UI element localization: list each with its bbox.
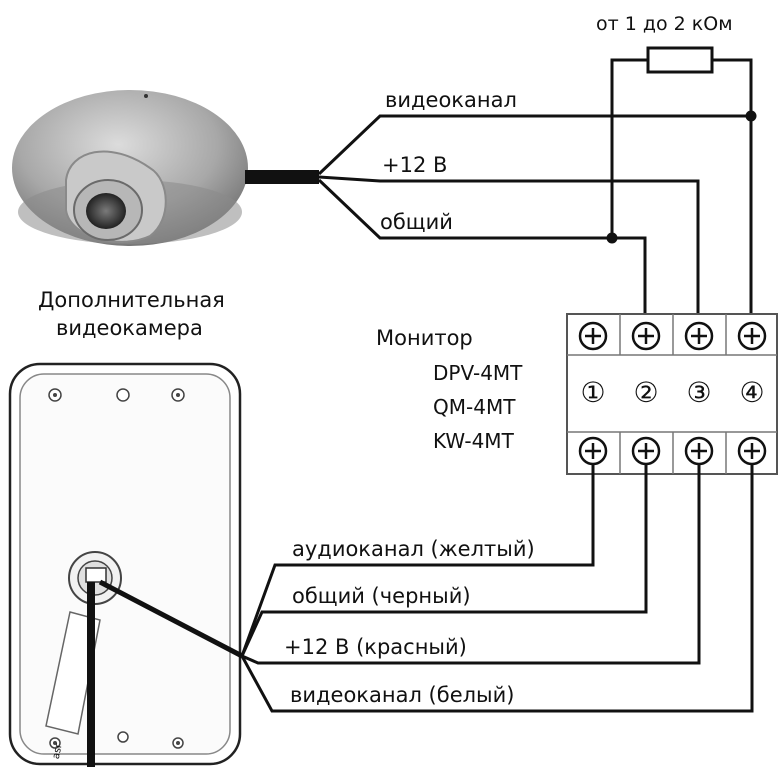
terminal-screw-bottom-3 <box>684 436 714 466</box>
camera-wire-power-label: +12 В <box>382 153 447 177</box>
camera-cable <box>245 170 319 184</box>
monitor-title: Монитор <box>376 326 473 350</box>
camera-wire-video <box>317 114 751 176</box>
panel-wire-video-label: видеоканал (белый) <box>290 683 514 707</box>
terminal-screw-top-3 <box>684 321 714 351</box>
terminal-screw-bottom-4 <box>737 436 767 466</box>
panel-wire-power <box>241 464 701 665</box>
panel-wires <box>240 464 754 713</box>
terminal-screw-top-4 <box>737 321 767 351</box>
call-panel-image <box>8 362 242 766</box>
junction-dot-common <box>606 232 618 244</box>
camera-label-line2: видеокамера <box>56 316 203 340</box>
camera-wire-common-label: общий <box>380 210 453 234</box>
terminal-screw-bottom-2 <box>631 436 661 466</box>
camera-label-line1: Дополнительная <box>38 288 225 312</box>
monitor-model-3: KW-4MT <box>433 429 515 453</box>
camera-wire-power <box>318 175 700 318</box>
terminal-number-4: ④ <box>739 376 764 409</box>
panel-wire-common <box>240 464 648 657</box>
terminal-number-1: ① <box>580 376 605 409</box>
terminal-screw-top-1 <box>578 321 608 351</box>
terminal-number-2: ② <box>633 376 658 409</box>
camera-wire-common <box>317 178 647 318</box>
resistor <box>610 46 753 238</box>
resistor-label: от 1 до 2 кОм <box>596 13 733 35</box>
terminal-number-3: ③ <box>686 376 711 409</box>
camera-image <box>12 90 248 246</box>
terminal-screw-bottom-1 <box>578 436 608 466</box>
panel-wire-audio <box>240 464 595 657</box>
camera-wires <box>317 114 753 318</box>
panel-wire-audio-label: аудиоканал (желтый) <box>292 537 535 561</box>
camera-wire-video-label: видеоканал <box>385 88 517 112</box>
monitor-model-1: DPV-4MT <box>433 361 523 385</box>
monitor-model-2: QM-4MT <box>433 395 516 419</box>
panel-logo: asr <box>51 742 65 760</box>
panel-wire-common-label: общий (черный) <box>292 584 471 608</box>
panel-cable-out <box>98 579 244 659</box>
panel-wire-video <box>240 464 754 713</box>
junction-dot-video <box>745 110 757 122</box>
terminal-screw-top-2 <box>631 321 661 351</box>
panel-wire-power-label: +12 В (красный) <box>284 635 467 659</box>
